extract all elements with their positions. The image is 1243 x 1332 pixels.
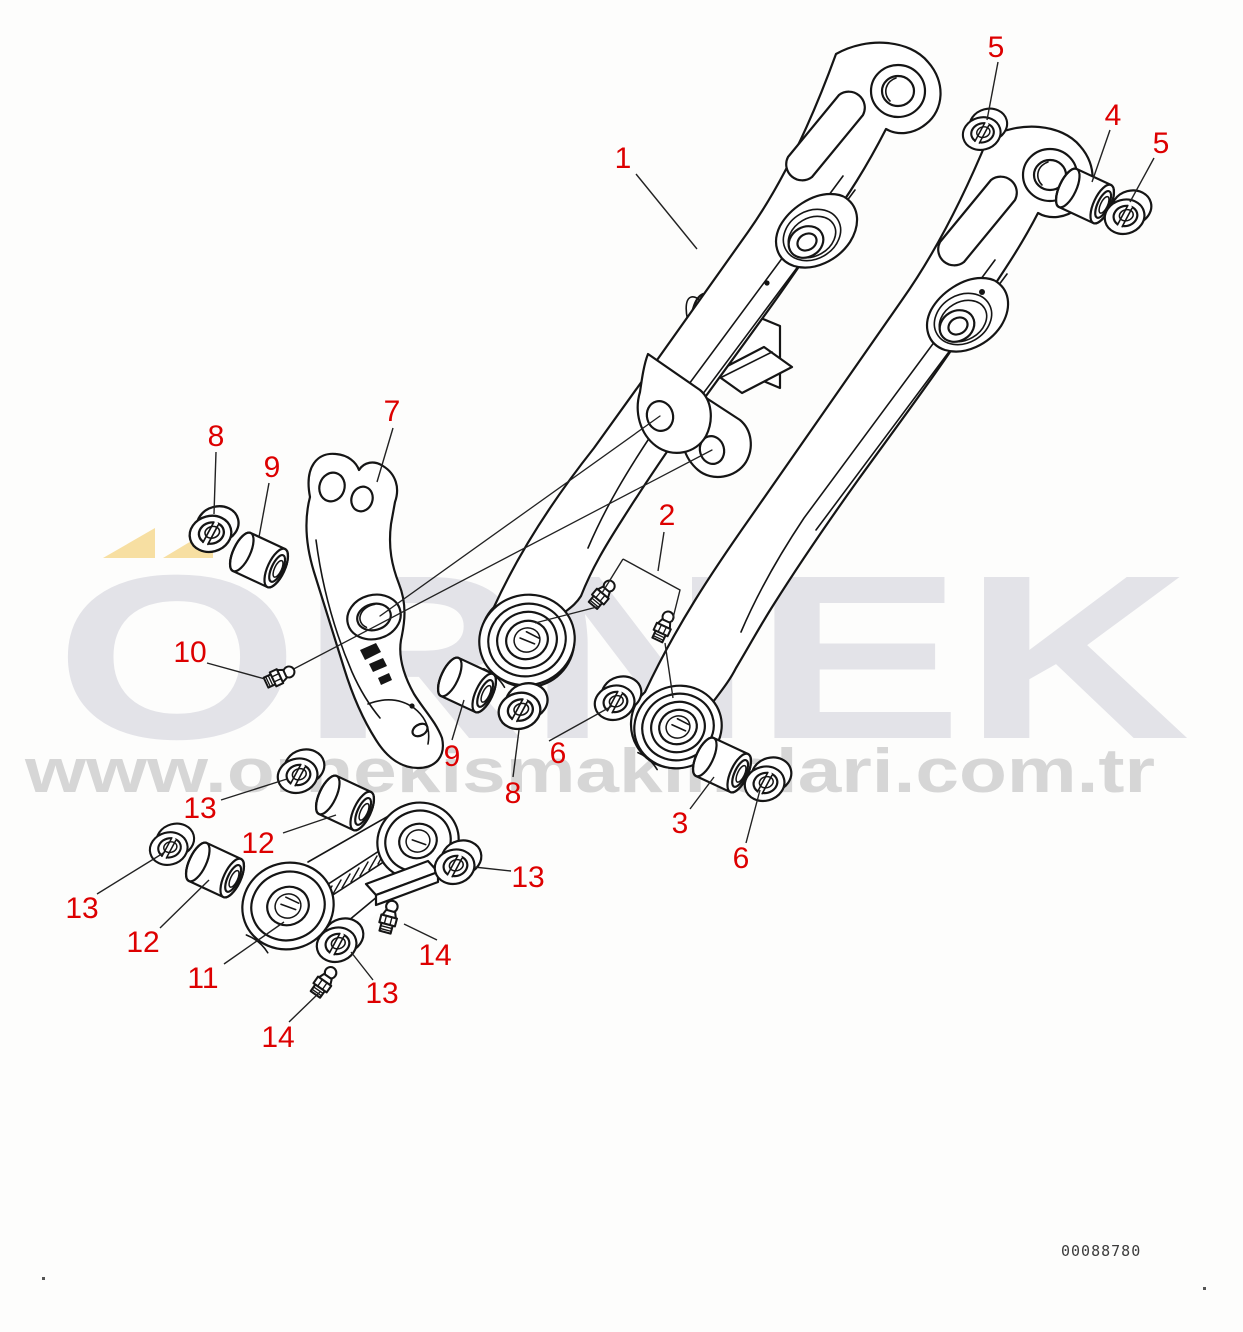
callout-4: 4 — [1105, 99, 1122, 132]
rocker-emblem — [360, 643, 392, 685]
assembly-lines — [285, 415, 713, 674]
callout-13d: 13 — [365, 977, 398, 1010]
front-arm-dot — [764, 280, 770, 286]
rear-arm-boss-bolt-dot — [979, 289, 985, 295]
rocker-arm — [305, 452, 444, 770]
rocker-foot-hole — [411, 722, 429, 738]
callout-8a: 8 — [208, 420, 225, 453]
callout-5b: 5 — [1153, 127, 1170, 160]
callout-12a: 12 — [241, 827, 274, 860]
callout-11: 11 — [187, 962, 218, 995]
leader-lines — [96, 61, 1155, 1023]
link-left-eye — [241, 861, 335, 954]
umlaut-triangle-left — [103, 528, 155, 558]
watermark-url-text: www.ornekismakinalari.com.tr — [24, 737, 1155, 806]
callout-1: 1 — [615, 142, 632, 175]
callout-8b: 8 — [505, 777, 522, 810]
callout-9b: 9 — [444, 740, 461, 773]
front-arm-hook-slot — [785, 90, 866, 182]
callout-13c: 13 — [511, 861, 544, 894]
callout-14a: 14 — [418, 939, 451, 972]
stray-dot-left — [42, 1277, 45, 1280]
callout-7: 7 — [384, 395, 401, 428]
callout-9a: 9 — [264, 451, 281, 484]
callout-13a: 13 — [183, 792, 216, 825]
rear-arm-hook-slot — [937, 175, 1018, 267]
rear-lift-arm — [629, 125, 1094, 771]
front-lift-arm — [478, 41, 942, 689]
front-arm-top-eye — [869, 63, 927, 119]
rocker-top-hole-a — [318, 471, 346, 503]
callout-6a: 6 — [550, 737, 567, 770]
tube-clamp-block — [712, 345, 794, 395]
front-arm-boss — [775, 192, 859, 269]
callout-10: 10 — [173, 636, 206, 669]
callouts: 1 5 4 5 7 8 9 2 10 9 6 8 3 6 13 12 13 12… — [65, 31, 1169, 1054]
rocker-top-hole-b — [350, 485, 374, 513]
callout-5a: 5 — [988, 31, 1005, 64]
callout-2: 2 — [659, 499, 676, 532]
rocker-hub — [346, 593, 402, 641]
drawing-number: 00088780 — [1061, 1242, 1141, 1260]
fitting-14-lower — [307, 962, 342, 1001]
stray-dot-right — [1203, 1287, 1206, 1290]
callout-12b: 12 — [126, 926, 159, 959]
callout-3: 3 — [672, 807, 689, 840]
link — [241, 801, 460, 954]
rear-arm-boss — [926, 276, 1010, 353]
front-arm-bottom-eye — [478, 593, 576, 689]
callout-14b: 14 — [261, 1021, 294, 1054]
callout-13b: 13 — [65, 892, 98, 925]
rocker-dot — [409, 703, 415, 709]
callout-6b: 6 — [733, 842, 750, 875]
